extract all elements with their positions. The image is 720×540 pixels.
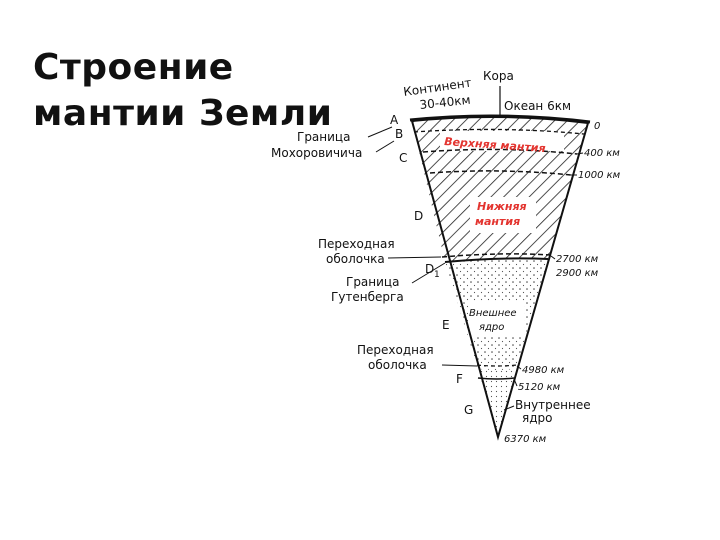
transition2-leader xyxy=(441,364,478,367)
letter-d1: D xyxy=(425,262,434,276)
letter-c: C xyxy=(399,151,407,165)
boundary-400km xyxy=(422,148,578,155)
letter-e: E xyxy=(442,318,450,332)
boundary-gutenberg xyxy=(444,257,549,263)
moho-leader-2 xyxy=(375,140,395,153)
boundary-5120km xyxy=(477,377,515,380)
moho-label-1: Граница xyxy=(297,130,350,144)
slide-title-line2: мантии Земли xyxy=(33,93,333,134)
outer-core-label-2: ядро xyxy=(479,322,504,333)
lower-mantle-label-bg xyxy=(470,197,536,233)
letter-d: D xyxy=(414,209,423,223)
depth-4980: 4980 км xyxy=(522,365,565,376)
depth-2900: 2900 км xyxy=(556,268,599,279)
depth-leader-5120 xyxy=(513,378,518,387)
ocean-label: Океан 6км xyxy=(504,99,571,113)
depth-leader-4980 xyxy=(516,365,522,370)
letter-a: A xyxy=(390,113,399,127)
depth-2700: 2700 км xyxy=(556,254,599,265)
gutenberg-label-2: Гутенберга xyxy=(331,290,404,304)
depth-1000: 1000 км xyxy=(578,170,621,181)
depth-6370: 6370 км xyxy=(504,434,547,445)
boundary-2700km xyxy=(441,253,552,258)
depth-400: 400 км xyxy=(584,148,620,159)
lower-mantle-label-1: Нижняя xyxy=(477,200,527,213)
gutenberg-leader xyxy=(411,262,446,284)
letter-b: B xyxy=(395,127,403,141)
inner-core-label-2: ядро xyxy=(522,411,552,425)
lower-mantle-label-2: мантия xyxy=(475,215,520,228)
transition1-leader xyxy=(387,256,442,259)
boundary-moho xyxy=(413,128,585,135)
letter-g: G xyxy=(464,403,473,417)
outer-core-label-1: Внешнее xyxy=(469,308,517,319)
transition2-label-2: оболочка xyxy=(368,358,427,372)
inner-core-leader xyxy=(503,405,515,411)
mantle-region xyxy=(412,116,588,262)
transition2-label-1: Переходная xyxy=(357,343,434,357)
letter-f: F xyxy=(456,372,463,386)
gutenberg-label-1: Граница xyxy=(346,275,399,289)
boundary-4980km xyxy=(476,364,518,367)
letter-d1-sub: 1 xyxy=(434,270,440,280)
crust-label: Кора xyxy=(483,69,514,83)
moho-label-2: Мохоровичича xyxy=(271,146,362,160)
outer-core-label-bg xyxy=(468,302,524,336)
transition1-label-1: Переходная xyxy=(318,237,395,251)
slide-title: Строение мантии Земли xyxy=(33,45,332,137)
continent-depth-label: 30-40км xyxy=(419,93,471,112)
depth-leader-2700 xyxy=(550,255,556,260)
transition1-label-2: оболочка xyxy=(326,252,385,266)
depth-5120: 5120 км xyxy=(518,382,561,393)
inner-core-label-1: Внутреннее xyxy=(515,398,591,412)
slide-title-line1: Строение xyxy=(33,47,234,88)
depth-leader-400 xyxy=(576,152,584,155)
moho-leader xyxy=(367,126,393,138)
depth-0: 0 xyxy=(594,121,600,132)
inner-core-region xyxy=(478,369,516,437)
upper-mantle-label-bg xyxy=(440,131,564,151)
